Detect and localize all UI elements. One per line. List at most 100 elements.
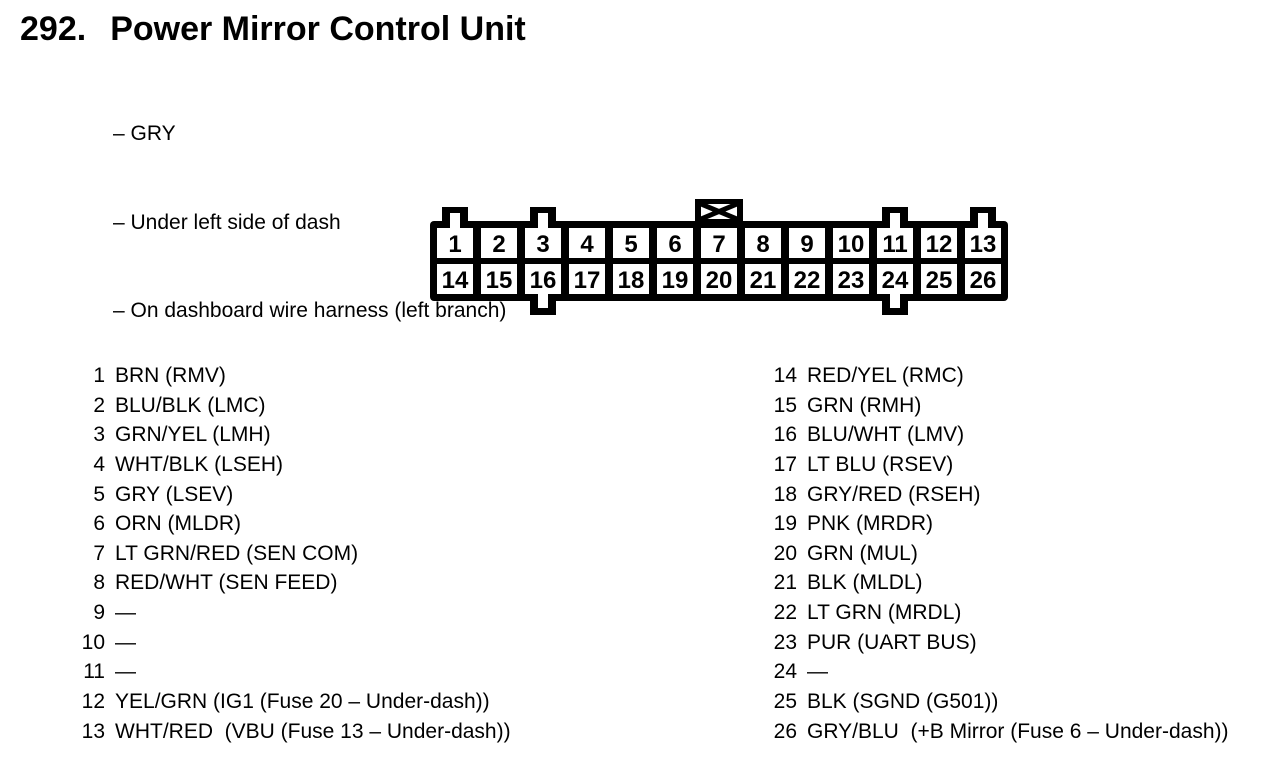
pin-label: LT GRN/RED (SEN COM) — [115, 541, 359, 565]
latch-bowtie-icon — [700, 201, 738, 222]
pin-number: 4 — [93, 452, 105, 476]
pin-number: 3 — [93, 423, 105, 447]
pin-number: 8 — [93, 571, 105, 595]
pin-label: WHT/BLK (LSEH) — [115, 452, 284, 476]
pin-label: YEL/GRN (IG1 (Fuse 20 – Under-dash)) — [115, 690, 490, 714]
pin-row: 14 RED/YEL (RMC) — [747, 361, 1267, 391]
pin-row: 26 GRY/BLU (+B Mirror (Fuse 6 – Under-das… — [747, 717, 1267, 747]
pin-label: — — [115, 601, 136, 625]
pin-label: — — [115, 660, 136, 684]
pin-list-left: 1 BRN (RMV) 2 BLU/BLK (LMC) 3 GRN/YEL (LMH)… — [55, 361, 675, 746]
pin-number: 1 — [93, 364, 105, 387]
pin-number: 26 — [773, 719, 797, 743]
pin-label: — — [115, 630, 136, 654]
pin-cells-bottom — [437, 264, 1001, 294]
pin-label: GRN (RMH) — [807, 393, 922, 417]
pin-row: 16 BLU/WHT (LMV) — [747, 420, 1267, 450]
pin-row: 25 BLK (SGND (G501)) — [747, 687, 1267, 717]
pin-cell-number: 21 — [750, 267, 777, 294]
pin-cells-top — [437, 228, 1001, 258]
pin-number: 22 — [773, 601, 797, 625]
pin-row: 9— — [55, 598, 675, 628]
pin-cell-number: 4 — [580, 231, 594, 258]
pin-number: 17 — [773, 452, 797, 476]
pin-cell-number: 5 — [624, 231, 637, 258]
pin-label: BLK (SGND (G501)) — [807, 690, 999, 714]
pin-label: WHT/RED (VBU (Fuse 13 – Under-dash)) — [115, 719, 511, 743]
pin-cell-number: 3 — [536, 231, 549, 258]
pin-label: PUR (UART BUS) — [807, 630, 977, 654]
pin-row: 11 — — [55, 657, 675, 687]
pin-label: LT GRN (MRDL) — [807, 601, 962, 625]
tab-slits — [450, 213, 988, 308]
pin-number: 14 — [773, 364, 797, 387]
pin-row: 18 GRY/RED (RSEH) — [747, 480, 1267, 510]
pin-cell-number: 20 — [706, 267, 733, 294]
pin-number: 2 — [93, 393, 105, 417]
pin-label: BLK (MLDL) — [807, 571, 923, 595]
pin-number: 11 — [83, 660, 105, 684]
pin-cell-number: 19 — [662, 267, 689, 294]
pin-number: 21 — [773, 571, 797, 595]
pin-label: PNK (MRDR) — [807, 512, 933, 536]
pin-label: BLU/WHT (LMV) — [807, 423, 965, 447]
pin-row: 22 LT GRN (MRDL) — [747, 598, 1267, 628]
pin-cell-number: 11 — [882, 231, 907, 258]
pin-label: RED/WHT (SEN FEED) — [115, 571, 338, 595]
pin-cell-number: 26 — [970, 267, 997, 294]
pin-cell-number: 23 — [838, 267, 865, 294]
pin-cell-number: 10 — [838, 231, 865, 258]
pin-cell-number: 22 — [794, 267, 821, 294]
pin-label: GRY/BLU (+B Mirror (Fuse 6 – Under-dash)… — [807, 719, 1229, 743]
pin-number: 13 — [81, 719, 105, 743]
pin-label: RED/YEL (RMC) — [807, 364, 964, 387]
pin-row: 12 YEL/GRN (IG1 (Fuse 20 – Under-dash)) — [55, 687, 675, 717]
pin-number: 9 — [93, 601, 105, 625]
pin-cell-number: 12 — [926, 231, 953, 258]
pin-number: 25 — [773, 690, 797, 714]
pin-cell-number: 15 — [486, 267, 513, 294]
pin-cell-number: 7 — [712, 231, 725, 258]
pin-label: BRN (RMV) — [115, 364, 226, 387]
pin-cell-number: 24 — [882, 267, 909, 294]
detail-line: – On dashboard wire harness (left branch… — [113, 299, 507, 322]
pin-number: 23 — [773, 630, 797, 654]
pin-label: GRN/YEL (LMH) — [115, 423, 271, 447]
page-title: 292. Power Mirror Control Unit — [20, 9, 526, 49]
pin-number: 10 — [81, 630, 105, 654]
pin-number: 12 — [81, 690, 105, 714]
pin-row: 4 WHT/BLK (LSEH) — [55, 450, 675, 480]
pin-cell-number: 17 — [574, 267, 601, 294]
pin-row: 13 WHT/RED (VBU (Fuse 13 – Under-dash)) — [55, 717, 675, 747]
pin-number: 20 — [773, 541, 797, 565]
section-number: 292. — [20, 10, 87, 48]
connector-diagram: 1 2 3 4 5 6 7 8 9 10 11 12 13 14 15 16 1… — [429, 198, 1009, 318]
pin-number: 6 — [93, 512, 105, 536]
pin-row: 7 LT GRN/RED (SEN COM) — [55, 539, 675, 569]
pin-label: BLU/BLK (LMC) — [115, 393, 266, 417]
pin-number: 16 — [773, 423, 797, 447]
pin-row: 10 — — [55, 628, 675, 658]
pin-number: 24 — [773, 660, 797, 684]
pin-row: 23 PUR (UART BUS) — [747, 628, 1267, 658]
pin-label: GRY/RED (RSEH) — [807, 482, 981, 506]
pin-cell-number: 13 — [970, 231, 997, 258]
pin-cell-number: 9 — [800, 231, 813, 258]
section-title: Power Mirror Control Unit — [110, 10, 526, 48]
pin-cell-number: 8 — [756, 231, 769, 258]
pin-row: 8 RED/WHT (SEN FEED) — [55, 568, 675, 598]
pin-cell-number: 1 — [448, 231, 461, 258]
pin-number: 18 — [773, 482, 797, 506]
pin-cell-number: 16 — [530, 267, 557, 294]
pin-cell-number: 6 — [668, 231, 681, 258]
detail-line: – Under left side of dash — [113, 210, 341, 234]
detail-line: – GRY — [113, 122, 176, 145]
pin-number: 7 — [93, 541, 105, 565]
